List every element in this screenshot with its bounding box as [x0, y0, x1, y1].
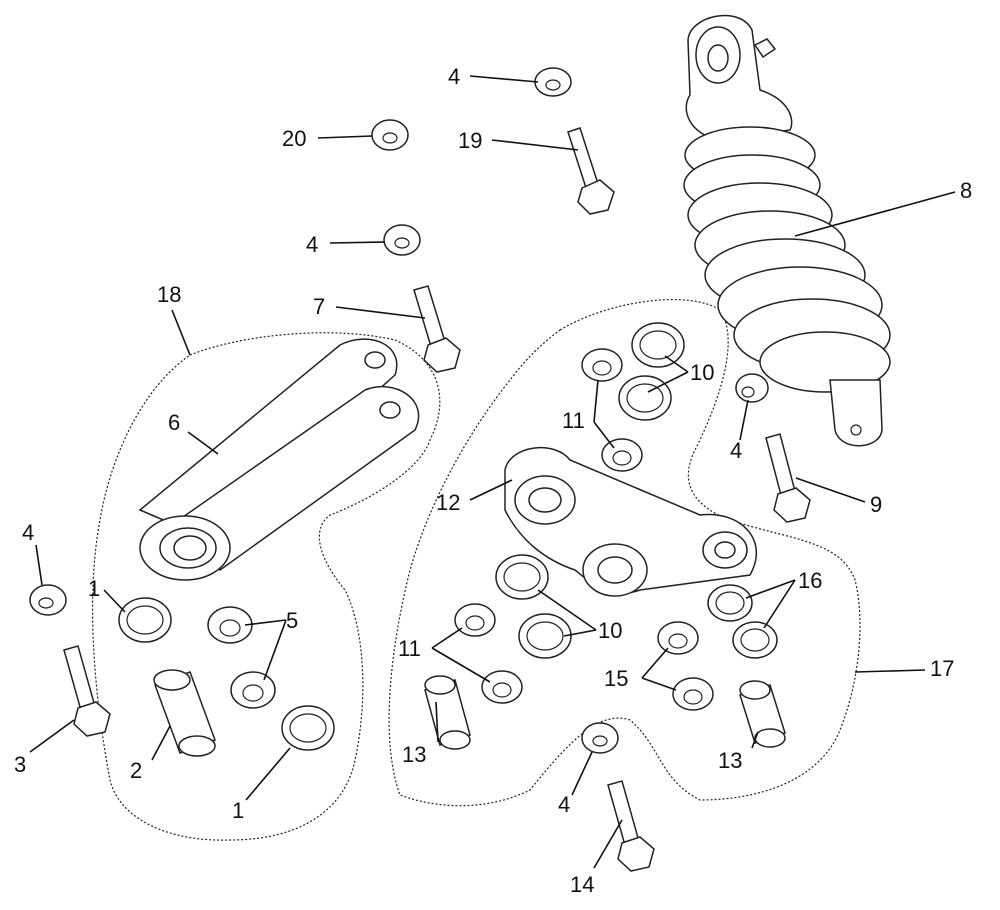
- seal-15-b: [672, 677, 714, 711]
- seal-15-a: [657, 621, 699, 655]
- nut-4-bottom: [581, 722, 619, 754]
- bushing-1-bottom: [281, 705, 335, 751]
- bolt-14: [607, 780, 655, 872]
- leader-lines: [29, 75, 956, 869]
- callout-10-top: 10: [690, 360, 714, 385]
- seal-10-c: [495, 554, 549, 600]
- callout-13-right: 13: [718, 748, 742, 773]
- sleeve-13-left: [424, 675, 471, 750]
- bolt-7: [413, 285, 461, 373]
- callout-14: 14: [570, 872, 594, 897]
- shock-absorber: [683, 14, 891, 447]
- nut-4-left: [29, 584, 67, 616]
- callout-1-bottom: 1: [232, 798, 244, 823]
- seal-10-b: [618, 375, 672, 421]
- seal-5-bottom: [230, 671, 276, 709]
- callout-2: 2: [130, 758, 142, 783]
- callout-19: 19: [458, 128, 482, 153]
- bushing-1-top: [118, 597, 172, 643]
- callout-6: 6: [168, 410, 180, 435]
- callout-13-left: 13: [402, 742, 426, 767]
- callout-18: 18: [157, 282, 181, 307]
- callout-4-top: 4: [448, 64, 460, 89]
- callout-17: 17: [930, 656, 954, 681]
- seal-11-b: [601, 438, 643, 472]
- seal-10-d: [518, 613, 572, 659]
- seal-5-top: [207, 606, 253, 644]
- callout-labels: 4 20 19 4 18 7 8 10 11 4 6 9 12 4 1 5 16…: [14, 64, 972, 897]
- callout-4-bottom: 4: [558, 792, 570, 817]
- bolt-9: [765, 433, 811, 523]
- seal-11-c: [454, 603, 496, 637]
- callout-4-right: 4: [730, 438, 742, 463]
- callout-4-mid: 4: [306, 232, 318, 257]
- seal-11-a: [581, 348, 623, 382]
- group-outline-18: [91, 332, 441, 841]
- callout-10-bottom: 10: [598, 618, 622, 643]
- callout-16: 16: [798, 568, 822, 593]
- callout-8: 8: [960, 178, 972, 203]
- nut-4-top: [534, 67, 572, 97]
- rocker: [504, 446, 757, 597]
- callout-15: 15: [604, 666, 628, 691]
- callout-9: 9: [870, 492, 882, 517]
- callout-1-top: 1: [88, 576, 100, 601]
- nut-4-right: [735, 373, 769, 403]
- callout-7: 7: [313, 294, 325, 319]
- sleeve-2: [153, 669, 216, 757]
- seal-10-a: [631, 322, 685, 368]
- bolt-19: [567, 127, 615, 215]
- seal-11-d: [481, 670, 523, 704]
- sleeve-13-right: [739, 680, 786, 748]
- callout-3: 3: [14, 752, 26, 777]
- seal-16-b: [732, 621, 778, 659]
- callout-5: 5: [286, 608, 298, 633]
- callout-11-bottom: 11: [398, 636, 421, 661]
- seal-16-a: [707, 584, 753, 622]
- bolt-3: [63, 645, 111, 737]
- nut-4-mid: [383, 224, 421, 256]
- callout-4-left: 4: [22, 520, 34, 545]
- callout-11-top: 11: [562, 408, 585, 433]
- nut-20: [371, 119, 409, 151]
- group-outline-17: [388, 298, 861, 807]
- callout-12: 12: [436, 490, 460, 515]
- link-arm: [138, 338, 420, 581]
- callout-20: 20: [282, 126, 306, 151]
